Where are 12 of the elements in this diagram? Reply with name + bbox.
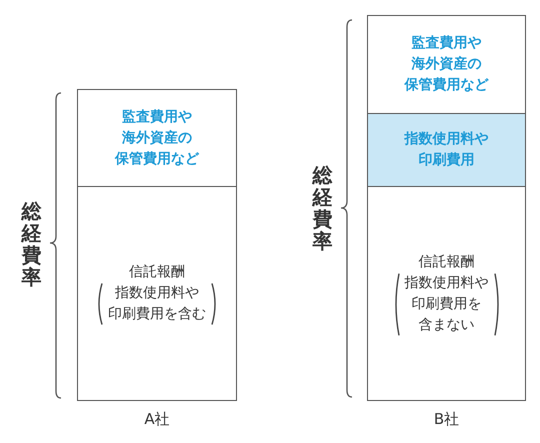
segment-note: 指数使用料や印刷費用を含まない [404, 274, 490, 334]
brace-label: 総経費率 [21, 200, 42, 288]
segment-title: 信託報酬 [418, 252, 474, 272]
segment-text: 監査費用や海外資産の保管費用など [403, 34, 490, 95]
brace-label: 総経費率 [312, 164, 333, 252]
segment-text: 指数使用料や印刷費用 [403, 130, 490, 170]
highlighted-segment [368, 113, 525, 186]
column-label: B社 [434, 410, 460, 429]
segment-title: 信託報酬 [129, 263, 185, 282]
segment-note: 指数使用料や印刷費用を含む [107, 284, 207, 324]
segment-text: 監査費用や海外資産の保管費用など [114, 108, 200, 168]
column-label: A社 [144, 410, 170, 429]
